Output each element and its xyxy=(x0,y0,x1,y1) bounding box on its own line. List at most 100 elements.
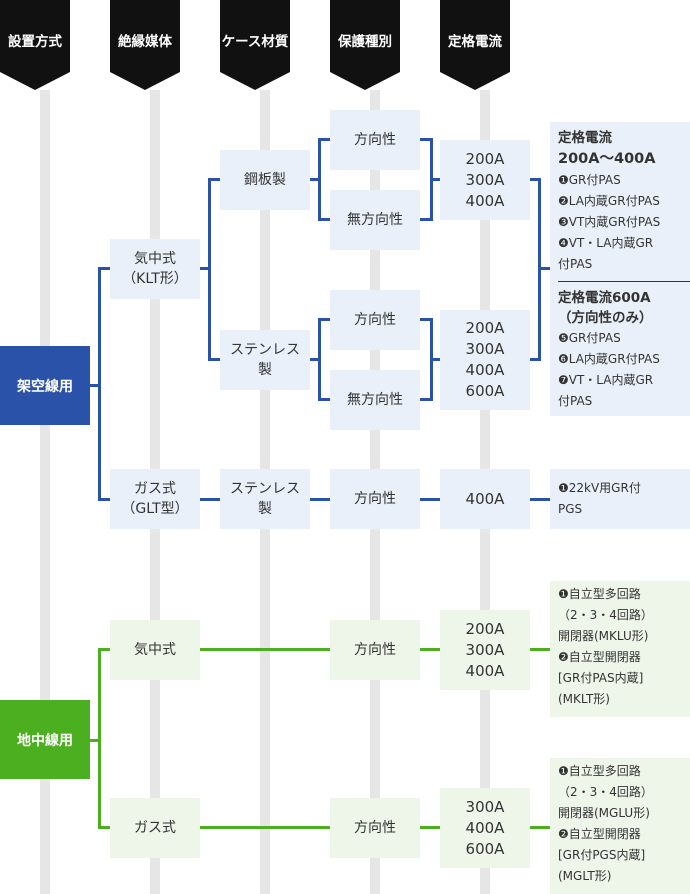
product-item: ❶22kV用GR付 xyxy=(558,481,641,495)
connector-line xyxy=(90,739,100,742)
connector-line xyxy=(318,218,330,221)
connector-line xyxy=(420,498,440,501)
connector-line xyxy=(200,267,210,270)
product-item: ❷自立型開閉器 xyxy=(558,827,641,841)
connector-line xyxy=(420,398,432,401)
connector-line xyxy=(420,138,432,141)
connector-line xyxy=(98,498,110,501)
product-item: ❷自立型開閉器 xyxy=(558,650,641,664)
insulation-gas-glt-box: ガス式 （GLT型） xyxy=(110,469,200,529)
product-item: (MKLT形) xyxy=(558,692,610,706)
protection-directional-box: 方向性 xyxy=(330,110,420,170)
column-guide-1 xyxy=(40,90,50,894)
connector-line xyxy=(420,826,440,829)
connector-line xyxy=(318,318,330,321)
aerial-product-list: 定格電流 200A〜400A ❶GR付PAS ❷LA内蔵GR付PAS ❸VT内蔵… xyxy=(550,122,690,416)
rated-current-box: 300A 400A 600A xyxy=(440,788,530,868)
connector-line xyxy=(208,358,220,361)
product-item: ❼VT・LA内蔵GR xyxy=(558,373,654,387)
protection-directional-box: 方向性 xyxy=(330,620,420,680)
product-item: ❸VT内蔵GR付PAS xyxy=(558,215,661,229)
connector-line xyxy=(420,218,432,221)
protection-nondirectional-box: 無方向性 xyxy=(330,370,420,430)
protection-directional-box: 方向性 xyxy=(330,290,420,350)
connector-line xyxy=(318,398,330,401)
rated-current-box: 200A 300A 400A xyxy=(440,140,530,220)
note-heading: （方向性のみ） xyxy=(558,310,653,326)
header-arrow-shape xyxy=(110,0,180,90)
protection-directional-box: 方向性 xyxy=(330,798,420,858)
underground-line-category: 地中線用 xyxy=(0,700,90,779)
connector-line xyxy=(310,498,330,501)
product-item: ❷LA内蔵GR付PAS xyxy=(558,194,660,208)
product-item: ❹VT・LA内蔵GR xyxy=(558,236,654,250)
product-item: （2・3・4回路） xyxy=(558,785,653,799)
header-arrow-shape xyxy=(220,0,290,90)
note-divider xyxy=(558,281,690,282)
note-heading: 200A〜400A xyxy=(558,151,656,167)
case-stainless-box: ステンレス 製 xyxy=(220,330,310,390)
connector-line xyxy=(430,178,440,181)
connector-line xyxy=(530,358,540,361)
product-item: ❺GR付PAS xyxy=(558,331,621,345)
product-item: PGS xyxy=(558,502,583,516)
product-item: ❻LA内蔵GR付PAS xyxy=(558,352,660,366)
header-protection-type: 保護種別 xyxy=(330,0,400,90)
underground-air-product-list: ❶自立型多回路 （2・3・4回路） 開閉器(MKLU形) ❷自立型開閉器 [GR… xyxy=(550,581,690,717)
connector-line xyxy=(530,498,550,501)
product-item: [GR付PAS内蔵] xyxy=(558,671,644,685)
header-arrow-shape xyxy=(440,0,510,90)
connector-line xyxy=(318,138,321,221)
header-insulation-medium: 絶縁媒体 xyxy=(110,0,180,90)
product-item: 付PAS xyxy=(558,257,593,271)
underground-line-label: 地中線用 xyxy=(17,732,73,749)
connector-line xyxy=(310,358,320,361)
connector-line xyxy=(318,318,321,401)
insulation-gas-box: ガス式 xyxy=(110,798,200,858)
connector-line xyxy=(420,318,432,321)
product-item: (MGLT形) xyxy=(558,869,612,883)
connector-line xyxy=(538,267,550,270)
product-item: ❶自立型多回路 xyxy=(558,764,641,778)
connector-line xyxy=(208,178,211,361)
product-item: （2・3・4回路） xyxy=(558,608,653,622)
connector-line xyxy=(530,178,540,181)
connector-line xyxy=(98,267,110,270)
note-heading: 定格電流 xyxy=(558,130,612,146)
insulation-air-klt-box: 気中式 （KLT形） xyxy=(110,239,200,299)
product-item: 開閉器(MKLU形) xyxy=(558,629,649,643)
case-steel-box: 鋼板製 xyxy=(220,150,310,210)
underground-gas-product-list: ❶自立型多回路 （2・3・4回路） 開閉器(MGLU形) ❷自立型開閉器 [GR… xyxy=(550,758,690,894)
header-rated-current: 定格電流 xyxy=(440,0,510,90)
connector-line xyxy=(200,648,330,651)
aerial-line-category: 架空線用 xyxy=(0,346,90,425)
connector-line xyxy=(208,178,220,181)
header-installation-method: 設置方式 xyxy=(0,0,70,90)
rated-current-box: 400A xyxy=(440,469,530,529)
connector-line xyxy=(318,138,330,141)
header-arrow-shape xyxy=(330,0,400,90)
header-arrow-shape xyxy=(0,0,70,90)
product-item: [GR付PGS内蔵] xyxy=(558,848,646,862)
connector-line xyxy=(310,178,320,181)
insulation-air-box: 気中式 xyxy=(110,620,200,680)
product-item: 開閉器(MGLU形) xyxy=(558,806,650,820)
connector-line xyxy=(98,648,110,651)
connector-line xyxy=(98,648,101,829)
connector-line xyxy=(98,267,101,501)
header-case-material: ケース材質 xyxy=(220,0,290,90)
note-heading: 定格電流600A xyxy=(558,290,651,306)
product-item: ❶GR付PAS xyxy=(558,173,621,187)
product-item: 付PAS xyxy=(558,394,593,408)
protection-directional-box: 方向性 xyxy=(330,469,420,529)
case-stainless-box: ステンレス 製 xyxy=(220,469,310,529)
connector-line xyxy=(90,384,100,387)
connector-line xyxy=(98,826,110,829)
connector-line xyxy=(420,648,440,651)
connector-line xyxy=(530,826,550,829)
connector-line xyxy=(200,826,330,829)
connector-line xyxy=(430,358,440,361)
rated-current-box: 200A 300A 400A 600A xyxy=(440,310,530,410)
protection-nondirectional-box: 無方向性 xyxy=(330,190,420,250)
